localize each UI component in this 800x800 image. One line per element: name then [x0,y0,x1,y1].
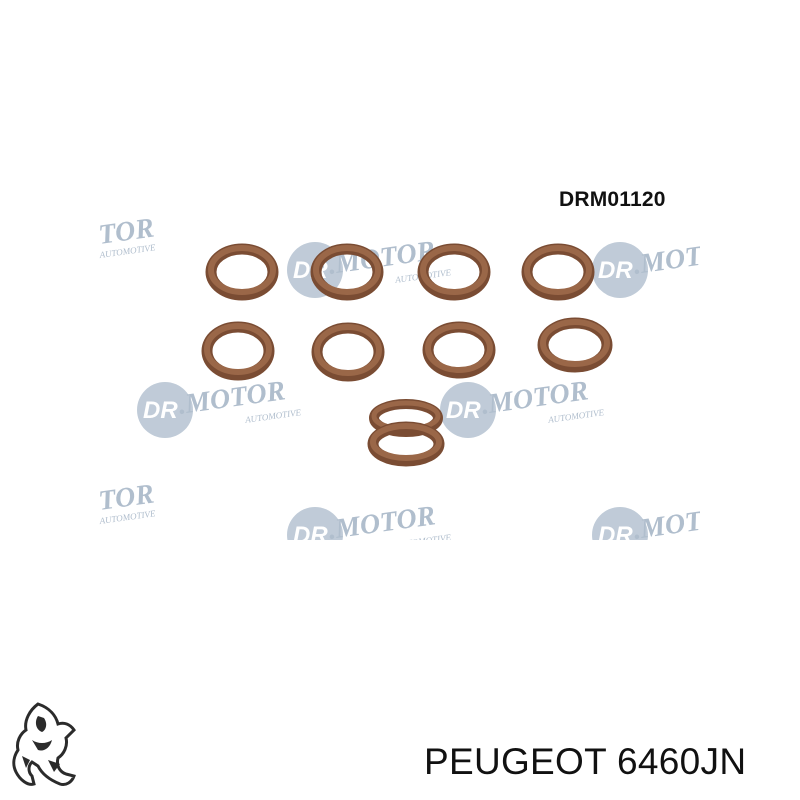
o-ring [310,243,384,301]
o-ring [537,317,613,373]
o-ring [311,322,385,382]
o-ring-stacked [367,399,445,467]
part-number: 6460JN [617,741,747,782]
svg-text:TOR: TOR [97,479,156,517]
watermark-layer: TOR AUTOMOTIVE TOR AUTOMOTIVE [0,180,800,570]
o-ring [417,243,491,301]
brand-name: PEUGEOT [424,741,608,782]
peugeot-lion-logo [12,702,76,786]
part-code-label: DRM01120 [559,188,666,211]
o-ring-set [201,243,613,467]
o-ring [521,243,595,301]
o-ring [205,243,279,301]
o-ring [201,321,275,381]
o-ring [422,321,496,379]
svg-text:TOR: TOR [97,213,156,251]
